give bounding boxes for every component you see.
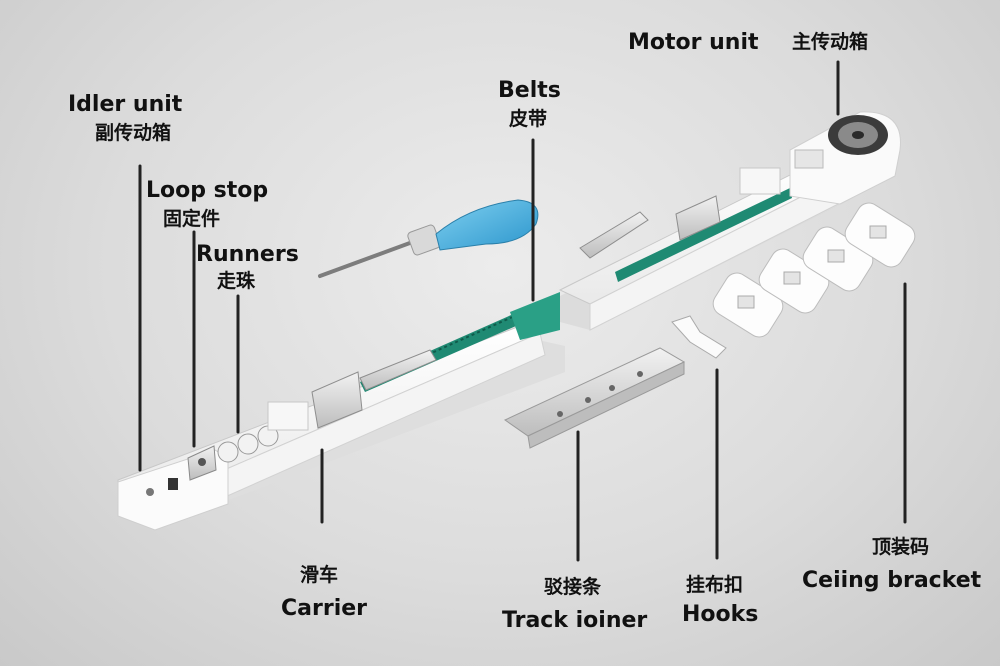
- belts-label-en: Belts: [498, 78, 561, 103]
- track-joiner: [503, 347, 686, 449]
- hooks-label-en: Hooks: [682, 602, 759, 627]
- idler-unit-label-zh: 副传动箱: [95, 122, 172, 144]
- hook: [671, 315, 727, 359]
- runners: [217, 401, 309, 463]
- loop-stop-label-en: Loop stop: [146, 178, 269, 203]
- ceiling-brackets: [712, 202, 916, 338]
- carrier-label-zh: 滑车: [300, 564, 339, 586]
- runners-label-zh: 走珠: [217, 270, 256, 292]
- ceiling-bracket-label-zh: 顶装码: [872, 536, 930, 558]
- leader-lines: [138, 60, 907, 562]
- runners-label-en: Runners: [196, 242, 299, 267]
- loop-stop-label-zh: 固定件: [163, 208, 221, 230]
- hooks-label-zh: 挂布扣: [686, 574, 744, 596]
- track-joiner-label-en: Track ioiner: [502, 608, 648, 633]
- master-carrier: [579, 167, 781, 259]
- belts-label-zh: 皮带: [509, 108, 548, 130]
- track-joiner-label-zh: 驳接条: [544, 576, 602, 598]
- carrier: [311, 349, 437, 429]
- motor-unit: [789, 111, 901, 205]
- loop-stop: [187, 445, 217, 481]
- carrier-label-en: Carrier: [281, 596, 368, 621]
- idler-unit-label-en: Idler unit: [68, 92, 183, 117]
- motor-unit-label-en: Motor unit: [628, 30, 759, 55]
- motor-unit-label-zh: 主传动箱: [792, 31, 869, 53]
- ceiling-bracket-label-en: Ceiing bracket: [802, 568, 982, 593]
- screwdriver: [318, 199, 539, 278]
